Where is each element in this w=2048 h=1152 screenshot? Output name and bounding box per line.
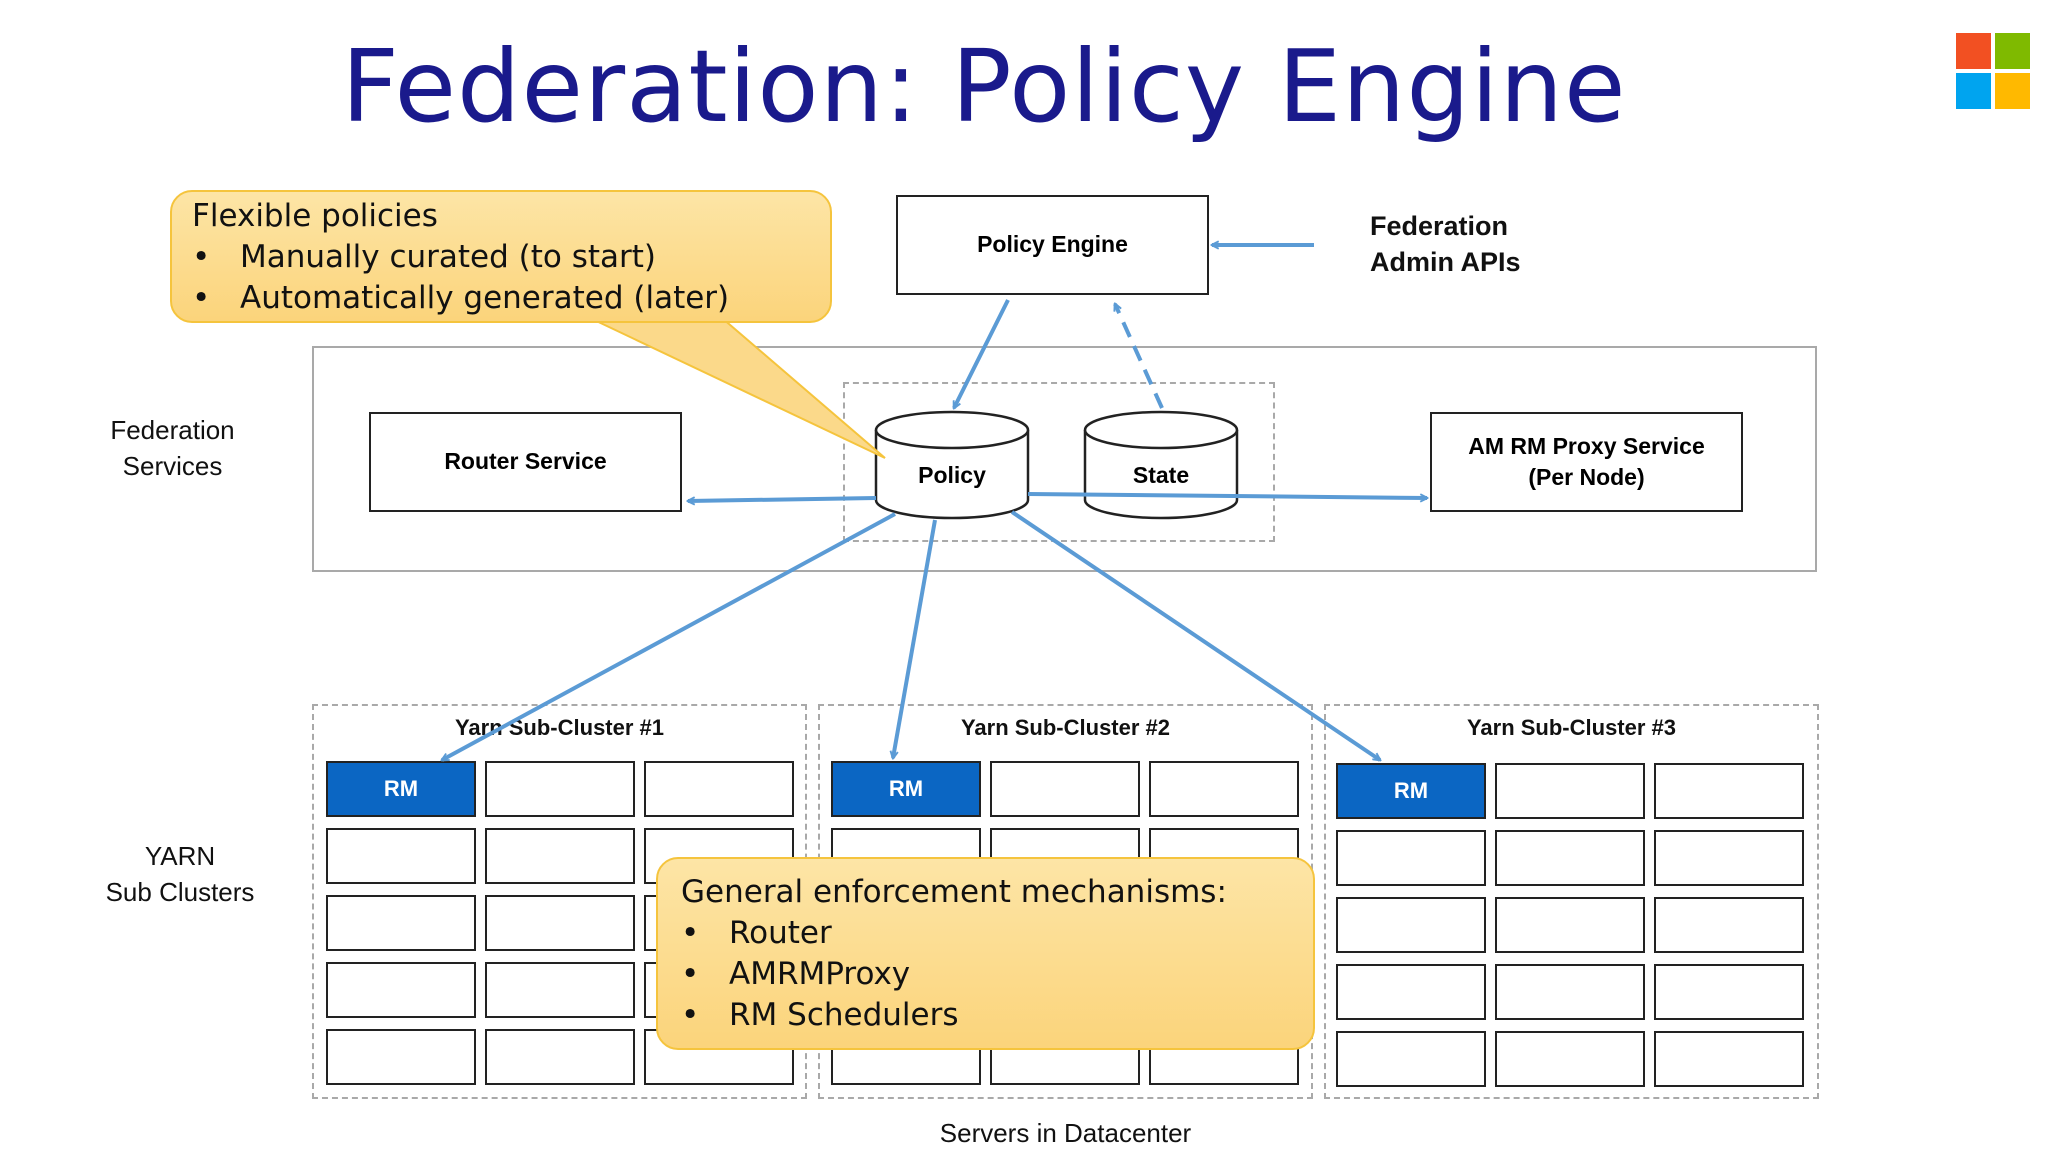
server-node (1654, 897, 1804, 953)
server-node (1495, 897, 1645, 953)
page-title: Federation: Policy Engine (341, 28, 1627, 145)
server-node (1495, 830, 1645, 886)
amrm-proxy-service-box: AM RM Proxy Service (Per Node) (1430, 412, 1743, 512)
policy-db-label: Policy (918, 462, 986, 488)
server-node (485, 761, 635, 817)
server-node (1149, 761, 1299, 817)
arrow-policy-to-rm-2 (893, 519, 937, 758)
server-node (1495, 763, 1645, 819)
state-db-label: State (1133, 462, 1189, 488)
callout-policies-heading: Flexible policies (192, 198, 438, 234)
server-node (1495, 964, 1645, 1020)
callout-policies-item: Manually curated (to start) (192, 237, 822, 278)
router-service-box: Router Service (369, 412, 682, 512)
server-node (326, 828, 476, 884)
server-node (1654, 830, 1804, 886)
server-node (485, 1029, 635, 1085)
sub-cluster-3-rm: RM (1336, 763, 1486, 819)
label-federation-services: Federation Services (110, 415, 235, 482)
server-node (485, 828, 635, 884)
server-node (1336, 964, 1486, 1020)
server-node (485, 962, 635, 1018)
server-node (1654, 1031, 1804, 1087)
callout-enforcement-item: RM Schedulers (681, 995, 1301, 1036)
server-node (1654, 964, 1804, 1020)
logo-square-red (1956, 33, 1991, 69)
logo-square-yellow (1995, 73, 2030, 109)
server-node (1336, 1031, 1486, 1087)
logo-square-green (1995, 33, 2030, 69)
server-node (326, 1029, 476, 1085)
label-yarn-sub-clusters: YARN Sub Clusters (105, 841, 255, 908)
server-node (326, 962, 476, 1018)
microsoft-logo (1956, 33, 2030, 109)
policy-database-icon (874, 410, 1030, 520)
arrow-state-to-policy-engine (1113, 304, 1164, 409)
sub-cluster-3-container (1324, 704, 1819, 1099)
arrow-policy-to-rm-3 (1010, 510, 1380, 762)
federation-services-container (312, 346, 1817, 572)
server-node (644, 761, 794, 817)
logo-square-blue (1956, 73, 1991, 109)
callout-enforcement-heading: General enforcement mechanisms: (681, 874, 1227, 910)
server-node (1336, 830, 1486, 886)
sub-cluster-2-rm: RM (831, 761, 981, 817)
callout-enforcement-item: Router (681, 913, 1301, 954)
server-node (1495, 1031, 1645, 1087)
callout-flexible-policies-text: Flexible policies Manually curated (to s… (192, 196, 822, 319)
server-node (1336, 897, 1486, 953)
server-node (326, 895, 476, 951)
callout-enforcement-mechanisms-text: General enforcement mechanisms: Router A… (681, 872, 1301, 1036)
server-node (485, 895, 635, 951)
sub-cluster-3-title: Yarn Sub-Cluster #3 (1466, 715, 1677, 740)
footer-servers-in-datacenter: Servers in Datacenter (939, 1118, 1192, 1148)
server-node (990, 761, 1140, 817)
sub-cluster-2-title: Yarn Sub-Cluster #2 (960, 715, 1171, 740)
arrow-policy-to-router (688, 496, 877, 501)
arrow-policy-to-rm-1 (442, 512, 896, 762)
callout-policies-item: Automatically generated (later) (192, 278, 822, 319)
arrow-policy-engine-to-policy (952, 299, 1010, 408)
arrow-policy-to-amrm-proxy (1027, 492, 1427, 498)
sub-cluster-1-rm: RM (326, 761, 476, 817)
policy-state-store-group (843, 382, 1275, 542)
label-federation-admin-apis: Federation Admin APIs (1370, 211, 1521, 278)
policy-engine-box: Policy Engine (896, 195, 1209, 295)
callout-enforcement-item: AMRMProxy (681, 954, 1301, 995)
callout-policies-pointer (589, 317, 886, 459)
server-node (1654, 763, 1804, 819)
